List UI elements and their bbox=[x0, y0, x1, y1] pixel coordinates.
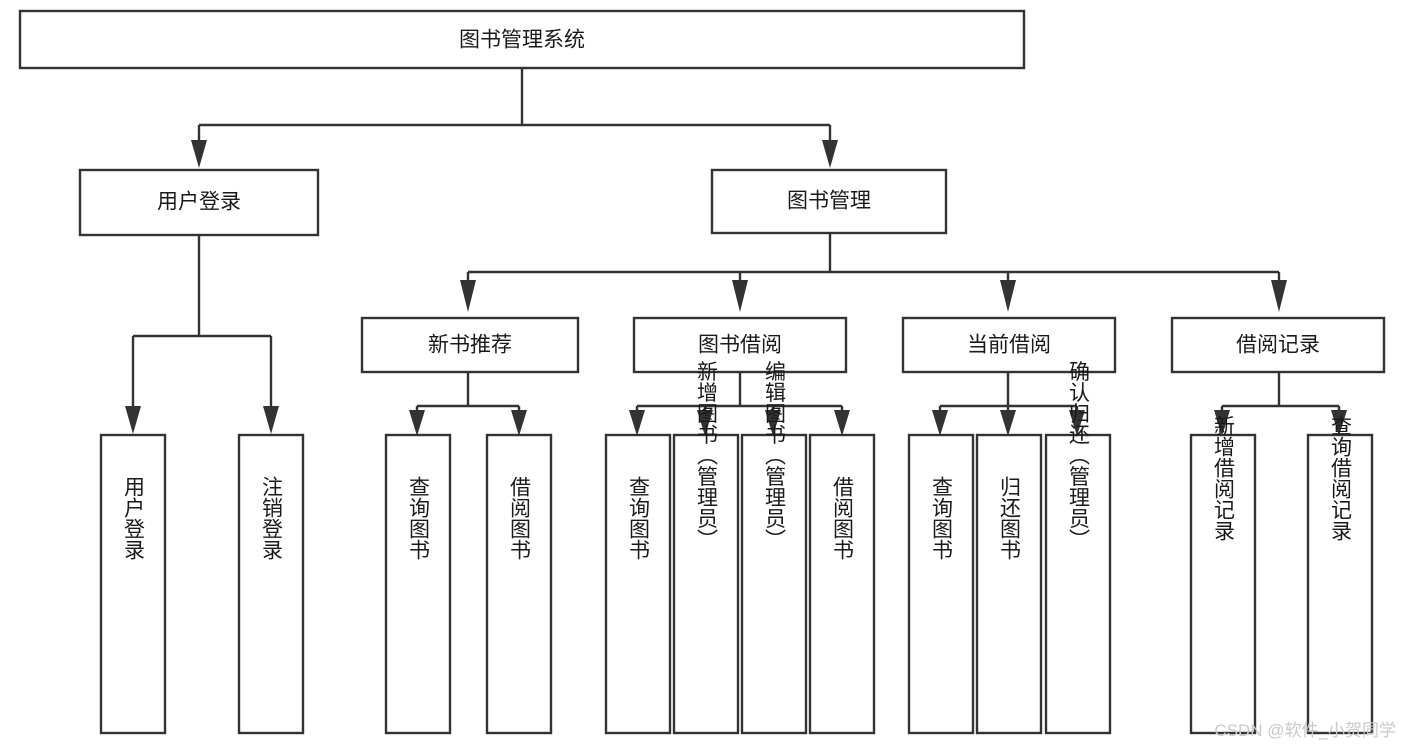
node-borrow-record-box[interactable] bbox=[1170, 316, 1386, 374]
node-root-label: 图书管理系统 bbox=[459, 29, 585, 52]
arrow-head-icon bbox=[629, 410, 645, 436]
node-book-management-label: 图书管理 bbox=[787, 190, 871, 213]
node-leaf-user-login-box[interactable] bbox=[99, 433, 167, 735]
node-leaf-confirm-return-label: 确认归还（管理员） bbox=[1067, 361, 1091, 550]
node-book-borrow[interactable]: 图书借阅 bbox=[632, 316, 848, 374]
node-leaf-query-record[interactable]: 查询借阅记录 bbox=[1306, 415, 1374, 735]
node-leaf-query-book-1-label: 查询图书 bbox=[407, 476, 431, 560]
node-leaf-query-book-3[interactable]: 查询图书 bbox=[907, 433, 975, 735]
node-new-book-recommend[interactable]: 新书推荐 bbox=[360, 316, 580, 374]
node-leaf-query-book-1[interactable]: 查询图书 bbox=[384, 433, 452, 735]
arrow-head-icon bbox=[697, 410, 713, 436]
arrow-head-icon bbox=[1069, 410, 1085, 436]
node-leaf-return-book-box[interactable] bbox=[975, 433, 1043, 735]
arrow-head-icon bbox=[409, 410, 425, 436]
node-leaf-query-book-3-box[interactable] bbox=[907, 433, 975, 735]
node-new-book-recommend-box[interactable] bbox=[360, 316, 580, 374]
node-leaf-query-record-label: 查询借阅记录 bbox=[1329, 415, 1353, 541]
node-leaf-borrow-book-1[interactable]: 借阅图书 bbox=[485, 433, 553, 735]
node-book-borrow-label: 图书借阅 bbox=[698, 334, 782, 357]
node-leaf-user-login[interactable]: 用户登录 bbox=[99, 433, 167, 735]
node-leaf-borrow-book-2-label: 借阅图书 bbox=[831, 476, 855, 560]
node-current-borrow-label: 当前借阅 bbox=[967, 334, 1051, 357]
node-root[interactable]: 图书管理系统 bbox=[18, 9, 1026, 70]
node-leaf-query-book-1-box[interactable] bbox=[384, 433, 452, 735]
arrow-head-icon bbox=[1000, 410, 1016, 436]
node-leaf-add-book-label: 新增图书（管理员） bbox=[695, 361, 719, 550]
arrow-head-icon bbox=[125, 406, 141, 434]
arrow-head-icon bbox=[932, 410, 948, 436]
node-leaf-query-book-2-label: 查询图书 bbox=[627, 476, 651, 560]
arrow-head-icon bbox=[1331, 410, 1347, 436]
node-leaf-edit-book-label: 编辑图书（管理员） bbox=[763, 361, 787, 550]
arrow-head-icon bbox=[732, 280, 748, 312]
node-book-management-box[interactable] bbox=[710, 168, 948, 235]
node-leaf-query-record-box[interactable] bbox=[1306, 433, 1374, 735]
node-leaf-logout-login-box[interactable] bbox=[237, 433, 305, 735]
node-user-login[interactable]: 用户登录 bbox=[78, 168, 320, 237]
connector-layer bbox=[125, 68, 1347, 436]
node-book-management[interactable]: 图书管理 bbox=[710, 168, 948, 235]
arrow-head-icon bbox=[822, 140, 838, 168]
node-leaf-add-book-box[interactable] bbox=[672, 433, 740, 735]
watermark-label: CSDN @软件_小贺同学 bbox=[1214, 721, 1396, 740]
arrow-head-icon bbox=[765, 410, 781, 436]
node-leaf-add-book[interactable]: 新增图书（管理员） bbox=[672, 361, 740, 735]
node-leaf-edit-book-box[interactable] bbox=[740, 433, 808, 735]
node-leaf-add-record-label: 新增借阅记录 bbox=[1212, 415, 1236, 541]
node-leaf-query-book-2-box[interactable] bbox=[604, 433, 672, 735]
arrow-head-icon bbox=[511, 410, 527, 436]
arrow-head-icon bbox=[834, 410, 850, 436]
node-user-login-label: 用户登录 bbox=[157, 191, 241, 214]
node-leaf-logout-login-label: 注销登录 bbox=[260, 476, 284, 560]
node-borrow-record-label: 借阅记录 bbox=[1236, 334, 1320, 357]
node-book-borrow-box[interactable] bbox=[632, 316, 848, 374]
node-leaf-borrow-book-1-label: 借阅图书 bbox=[508, 476, 532, 560]
node-leaf-return-book[interactable]: 归还图书 bbox=[975, 433, 1043, 735]
node-borrow-record[interactable]: 借阅记录 bbox=[1170, 316, 1386, 374]
node-leaf-query-book-3-label: 查询图书 bbox=[930, 476, 954, 560]
node-leaf-query-book-2[interactable]: 查询图书 bbox=[604, 433, 672, 735]
node-leaf-confirm-return[interactable]: 确认归还（管理员） bbox=[1044, 361, 1112, 735]
node-leaf-add-record[interactable]: 新增借阅记录 bbox=[1189, 415, 1257, 735]
arrow-head-icon bbox=[460, 280, 476, 312]
node-leaf-return-book-label: 归还图书 bbox=[998, 476, 1022, 560]
node-current-borrow-box[interactable] bbox=[901, 316, 1117, 374]
node-leaf-borrow-book-2-box[interactable] bbox=[808, 433, 876, 735]
node-leaf-borrow-book-2[interactable]: 借阅图书 bbox=[808, 433, 876, 735]
arrow-head-icon bbox=[1271, 280, 1287, 312]
node-current-borrow[interactable]: 当前借阅 bbox=[901, 316, 1117, 374]
arrow-head-icon bbox=[1000, 280, 1016, 312]
node-leaf-edit-book[interactable]: 编辑图书（管理员） bbox=[740, 361, 808, 735]
node-user-login-box[interactable] bbox=[78, 168, 320, 237]
node-leaf-logout-login[interactable]: 注销登录 bbox=[237, 433, 305, 735]
node-leaf-borrow-book-1-box[interactable] bbox=[485, 433, 553, 735]
node-leaf-user-login-label: 用户登录 bbox=[122, 476, 146, 560]
arrow-head-icon bbox=[1214, 410, 1230, 436]
node-new-book-recommend-label: 新书推荐 bbox=[428, 334, 512, 357]
node-leaf-add-record-box[interactable] bbox=[1189, 433, 1257, 735]
arrow-head-icon bbox=[191, 140, 207, 168]
node-root-box[interactable] bbox=[18, 9, 1026, 70]
arrow-head-icon bbox=[263, 406, 279, 434]
node-leaf-confirm-return-box[interactable] bbox=[1044, 433, 1112, 735]
